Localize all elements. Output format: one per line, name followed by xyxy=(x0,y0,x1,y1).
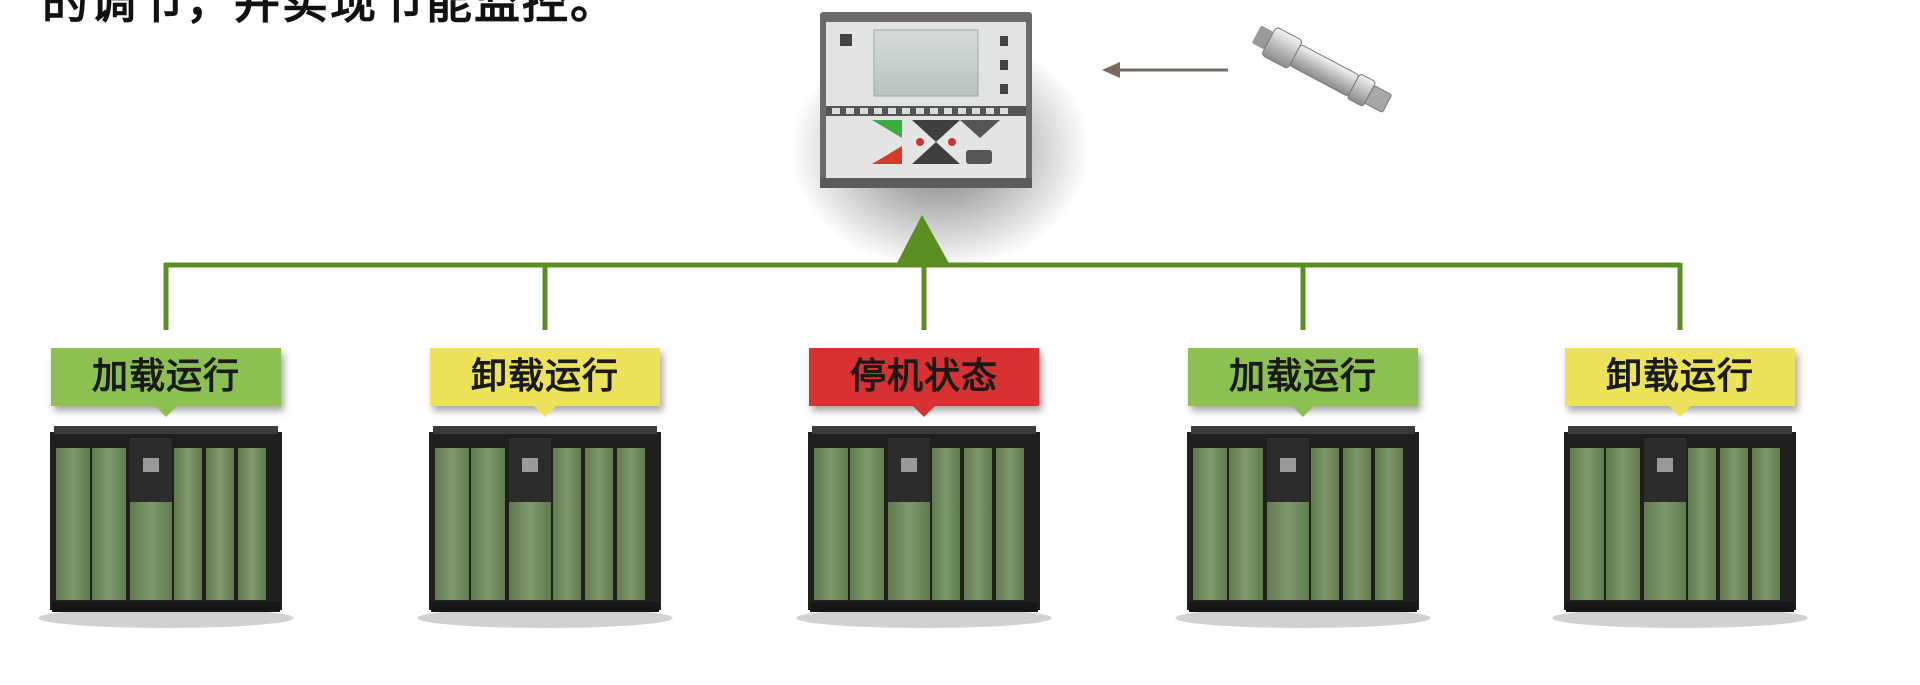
network-lines xyxy=(163,262,1683,330)
cabinet-side-panel xyxy=(850,448,884,600)
cabinet-side-panel xyxy=(585,448,613,600)
cabinet-center-panel xyxy=(1267,502,1309,600)
start-key xyxy=(872,120,902,138)
cabinet-side-panel xyxy=(238,448,266,600)
stop-key xyxy=(872,146,902,164)
controller-screen xyxy=(873,29,979,97)
cabinet-top xyxy=(1568,426,1792,434)
cabinet-base xyxy=(1189,602,1417,612)
status-label-5: 卸载运行 xyxy=(1565,348,1795,417)
cabinet-side-panel xyxy=(1375,448,1403,600)
up-arrow-icon xyxy=(896,215,950,265)
cabinet-display xyxy=(522,458,538,472)
cabinet-display xyxy=(1657,458,1673,472)
cabinet-center-panel xyxy=(1644,502,1686,600)
cabinet-shadow xyxy=(796,608,1052,628)
air-compressor-icon xyxy=(417,426,673,628)
cabinet-side-panel xyxy=(1193,448,1227,600)
cabinet-side-panel xyxy=(1752,448,1780,600)
status-label-4: 加载运行 xyxy=(1188,348,1418,417)
cabinet-display xyxy=(901,458,917,472)
cabinet-side-panel xyxy=(964,448,992,600)
cabinet-base xyxy=(431,602,659,612)
cabinet-side-panel xyxy=(1343,448,1371,600)
air-compressor-icon xyxy=(1552,426,1808,628)
cabinet-center-panel xyxy=(509,502,551,600)
cabinet-center-panel xyxy=(130,502,172,600)
cabinet-side-panel xyxy=(206,448,234,600)
air-compressor-icon xyxy=(38,426,294,628)
cabinet-shadow xyxy=(417,608,673,628)
header-caption: 的调节，并实现节能监控。 xyxy=(42,0,618,29)
cabinet-top xyxy=(433,426,657,434)
status-label-1: 加载运行 xyxy=(51,348,281,417)
controller-unit-icon xyxy=(820,12,1032,188)
controller-screen-icon xyxy=(840,34,852,46)
cabinet-center-panel xyxy=(888,502,930,600)
air-compressor-icon xyxy=(796,426,1052,628)
pressure-sensor-icon xyxy=(1252,26,1392,113)
cabinet-top xyxy=(54,426,278,434)
cabinet-side-panel xyxy=(1720,448,1748,600)
cabinet-side-panel xyxy=(814,448,848,600)
cabinet-side-panel xyxy=(471,448,505,600)
status-label-2: 卸载运行 xyxy=(430,348,660,417)
cabinet-side-panel xyxy=(553,448,581,600)
cabinet-top xyxy=(1191,426,1415,434)
air-compressor-icon xyxy=(1175,426,1431,628)
cabinet-side-panel xyxy=(1606,448,1640,600)
cabinet-top xyxy=(812,426,1036,434)
cabinet-side-panel xyxy=(92,448,126,600)
left-arrow-icon xyxy=(1102,62,1228,78)
cabinet-base xyxy=(810,602,1038,612)
cabinet-side-panel xyxy=(174,448,202,600)
cabinet-side-panel xyxy=(435,448,469,600)
cabinet-side-panel xyxy=(1311,448,1339,600)
cabinet-side-panel xyxy=(617,448,645,600)
cabinet-display xyxy=(1280,458,1296,472)
cabinet-base xyxy=(1566,602,1794,612)
cabinet-side-panel xyxy=(932,448,960,600)
compressor-group xyxy=(38,426,1808,628)
cabinet-shadow xyxy=(1175,608,1431,628)
cabinet-shadow xyxy=(1552,608,1808,628)
cabinet-base xyxy=(52,602,280,612)
cabinet-shadow xyxy=(38,608,294,628)
cabinet-side-panel xyxy=(1229,448,1263,600)
cabinet-side-panel xyxy=(56,448,90,600)
cabinet-side-panel xyxy=(1570,448,1604,600)
cabinet-display xyxy=(143,458,159,472)
status-label-3: 停机状态 xyxy=(809,348,1039,417)
cabinet-side-panel xyxy=(1688,448,1716,600)
cabinet-side-panel xyxy=(996,448,1024,600)
